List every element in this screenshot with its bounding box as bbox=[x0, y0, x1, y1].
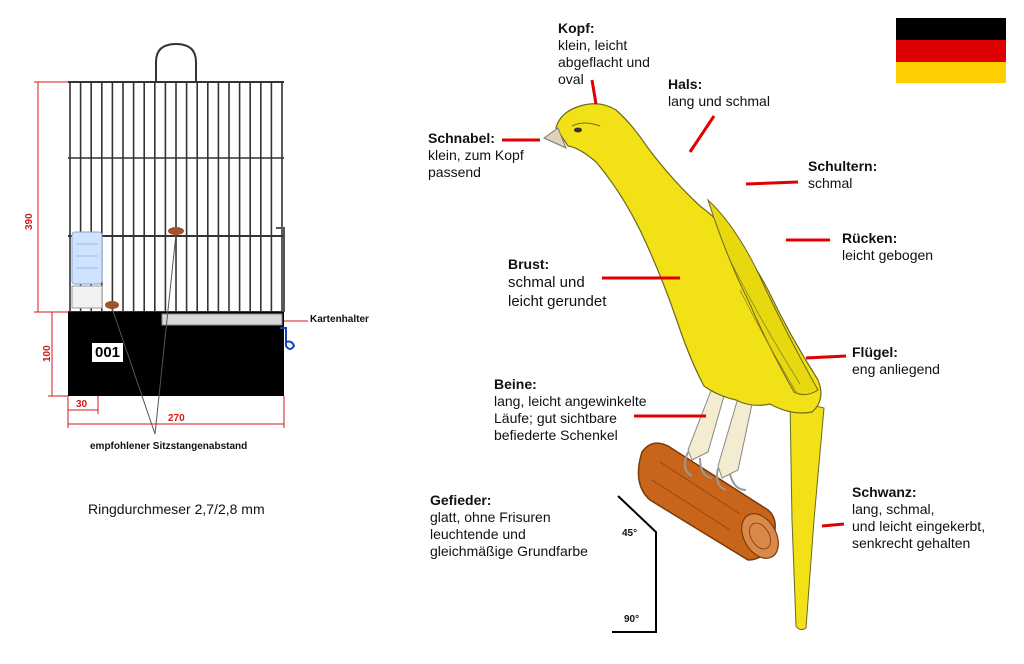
label-beine: Beine: lang, leicht angewinkelte Läufe; … bbox=[494, 376, 647, 444]
label-gefieder: Gefieder: glatt, ohne Frisuren leuchtend… bbox=[430, 492, 588, 560]
label-ruecken: Rücken: leicht gebogen bbox=[842, 230, 933, 264]
label-schnabel-title: Schnabel: bbox=[428, 130, 495, 146]
label-brust-desc: schmal und leicht gerundet bbox=[508, 274, 607, 310]
label-brust-title: Brust: bbox=[508, 256, 550, 272]
label-schultern-title: Schultern: bbox=[808, 158, 878, 174]
label-schnabel-desc: klein, zum Kopf passend bbox=[428, 147, 524, 180]
label-fluegel: Flügel: eng anliegend bbox=[852, 344, 940, 378]
label-schwanz: Schwanz: lang, schmal, und leicht eingek… bbox=[852, 484, 985, 552]
label-ruecken-desc: leicht gebogen bbox=[842, 247, 934, 263]
label-gefieder-desc: glatt, ohne Frisuren leuchtende und glei… bbox=[430, 509, 588, 559]
label-hals-title: Hals: bbox=[668, 76, 703, 92]
label-schultern: Schultern: schmal bbox=[808, 158, 877, 192]
label-hals-desc: lang und schmal bbox=[668, 93, 770, 109]
ring-diameter-text: Ringdurchmeser 2,7/2,8 mm bbox=[88, 501, 265, 517]
bird-cage bbox=[34, 42, 308, 435]
offset-label: 30 bbox=[76, 399, 88, 410]
angle-90-label: 90° bbox=[624, 614, 640, 625]
label-kopf: Kopf: klein, leicht abgeflacht und oval bbox=[558, 20, 650, 88]
label-kopf-title: Kopf: bbox=[558, 20, 595, 36]
pointer-lines bbox=[502, 79, 847, 528]
cage-width-label: 270 bbox=[168, 413, 185, 424]
label-schultern-desc: schmal bbox=[808, 175, 853, 191]
label-schnabel: Schnabel: klein, zum Kopf passend bbox=[428, 130, 524, 181]
label-brust: Brust: schmal und leicht gerundet bbox=[508, 256, 606, 311]
perch-log bbox=[637, 442, 779, 561]
label-schwanz-desc: lang, schmal, und leicht eingekerbt, sen… bbox=[852, 501, 986, 551]
label-kopf-desc: klein, leicht abgeflacht und oval bbox=[558, 37, 650, 87]
cage-number: 001 bbox=[92, 343, 124, 362]
perch-distance-note: empfohlener Sitzstangenabstand bbox=[90, 441, 248, 452]
label-beine-desc: lang, leicht angewinkelte Läufe; gut sic… bbox=[494, 393, 647, 443]
label-fluegel-desc: eng anliegend bbox=[852, 361, 940, 377]
cage-height-label: 390 bbox=[24, 213, 35, 230]
card-holder-label: Kartenhalter bbox=[310, 314, 369, 325]
angle-45-label: 45° bbox=[622, 528, 638, 539]
label-fluegel-title: Flügel: bbox=[852, 344, 898, 360]
german-flag bbox=[896, 18, 1006, 83]
label-ruecken-title: Rücken: bbox=[842, 230, 898, 246]
label-schwanz-title: Schwanz: bbox=[852, 484, 917, 500]
label-gefieder-title: Gefieder: bbox=[430, 492, 492, 508]
angle-indicator bbox=[612, 495, 657, 633]
label-hals: Hals: lang und schmal bbox=[668, 76, 770, 110]
canary-illustration bbox=[543, 103, 825, 631]
base-height-label: 100 bbox=[42, 345, 53, 362]
label-beine-title: Beine: bbox=[494, 376, 537, 392]
